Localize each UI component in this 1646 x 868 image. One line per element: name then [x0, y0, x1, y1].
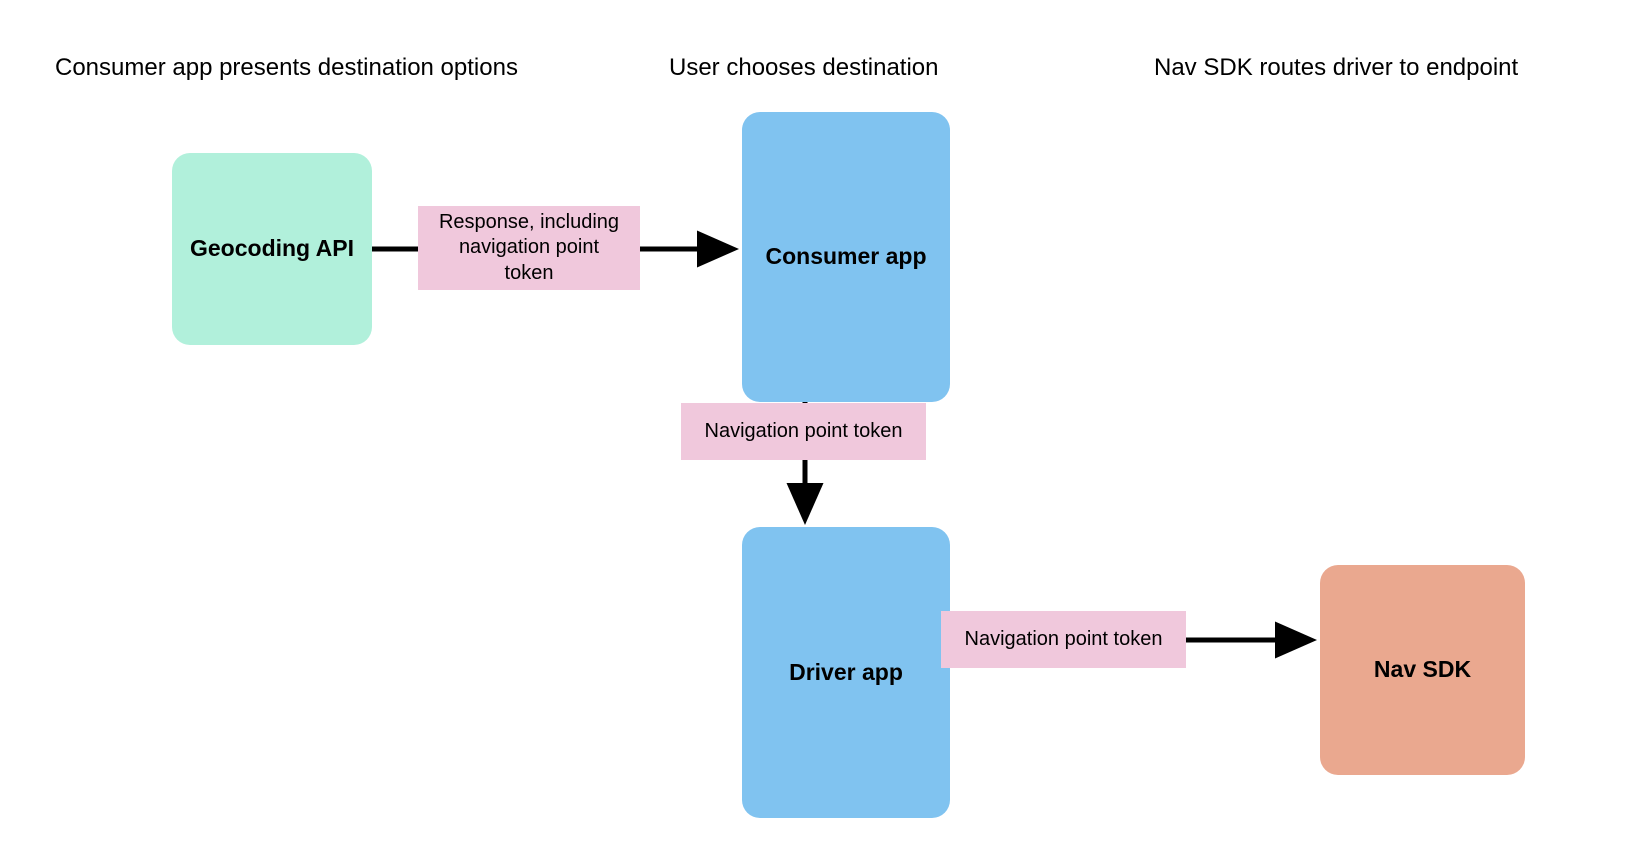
edge-label-driver-to-navsdk-text: Navigation point token: [964, 627, 1163, 650]
node-nav-sdk[interactable]: Nav SDK: [1320, 565, 1525, 775]
edge-label-geocoding-to-consumer: Response, including navigation point tok…: [418, 206, 640, 290]
column-header-consumer-app: Consumer app presents destination option…: [55, 54, 518, 81]
node-driver-app[interactable]: Driver app: [742, 527, 950, 818]
node-driver-app-label: Driver app: [789, 658, 903, 685]
node-geocoding-api[interactable]: Geocoding API: [172, 153, 372, 345]
node-geocoding-api-label: Geocoding API: [190, 235, 354, 262]
node-consumer-app-label: Consumer app: [765, 243, 927, 270]
edge-label-driver-to-navsdk: Navigation point token: [941, 611, 1186, 668]
column-header-user-chooses: User chooses destination: [669, 54, 939, 81]
node-consumer-app[interactable]: Consumer app: [742, 112, 950, 402]
node-nav-sdk-label: Nav SDK: [1373, 656, 1472, 683]
edge-label-consumer-to-driver-text: Navigation point token: [704, 419, 903, 442]
edge-label-geocoding-to-consumer-text: Response, including navigation point tok…: [438, 210, 620, 284]
edge-label-consumer-to-driver: Navigation point token: [681, 403, 926, 460]
column-header-nav-sdk: Nav SDK routes driver to endpoint: [1154, 54, 1519, 81]
